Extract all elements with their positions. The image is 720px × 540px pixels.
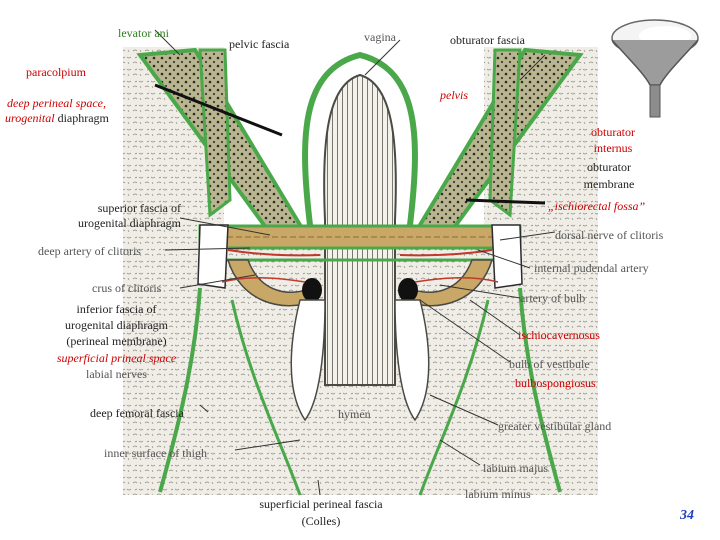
label-internal-pudendal: internal pudendal artery [534, 261, 649, 275]
label-superficial-prineal-space: superficial prineal space [56, 351, 177, 365]
label-labium-minus: labium minus [465, 487, 531, 501]
label-inferior-fascia-2: urogenital diaphragm [65, 318, 168, 332]
label-deep-artery: deep artery of clitoris [38, 244, 141, 258]
pelvic-fascia [302, 51, 418, 226]
deep-femoral-fascia-right [518, 287, 562, 493]
label-dorsal-nerve: dorsal nerve of clitoris [555, 228, 664, 242]
labium-minus-right [394, 299, 430, 422]
label-pelvic-fascia: pelvic fascia [229, 37, 290, 51]
deep-artery-of-clitoris [227, 249, 321, 257]
label-superficial-perineal-fascia-1: superficial perineal fascia [259, 497, 383, 511]
label-ischiorectal-fossa: „ischiorectal fossa” [548, 199, 646, 213]
label-diaphragm-word: diaphragm [57, 111, 109, 125]
label-superficial-perineal-fascia-2: (Colles) [301, 514, 341, 528]
label-ischiocavernosus: ischiocavernosus [518, 328, 600, 342]
label-bulb-of-vestibule: bulb of vestibule [509, 357, 590, 371]
label-inner-surface-of-thigh: inner surface of thigh [104, 446, 207, 460]
label-obturator-membrane-2: membrane [583, 177, 635, 191]
labium-minus-left [290, 299, 326, 422]
label-inferior-fascia-3: (perineal membrane) [66, 334, 167, 348]
label-crus-of-clitoris: crus of clitoris [92, 281, 162, 295]
label-superior-fascia-2: urogenital diaphragm [78, 216, 181, 230]
label-labium-majus: labium majus [483, 461, 548, 475]
label-obturator-fascia: obturator fascia [450, 33, 525, 47]
bulb-of-vestibule-left [302, 278, 322, 302]
ischiopubic-ramus-left [197, 224, 229, 289]
obturator-internus-left [198, 48, 232, 218]
label-hymen: hymen [338, 407, 371, 421]
label-levator-ani: levator ani [118, 26, 169, 40]
label-deep-femoral-fascia: deep femoral fascia [90, 406, 184, 420]
label-obturator-membrane-1: obturator [587, 160, 631, 174]
label-urogenital-diaphragm: urogenital diaphragm [5, 111, 109, 126]
deep-femoral-fascia-left [158, 287, 202, 493]
label-artery-of-bulb: artery of bulb [520, 291, 586, 305]
label-urogenital-word: urogenital [5, 111, 55, 125]
label-greater-vestibular-gland: greater vestibular gland [498, 419, 612, 433]
page-number: 34 [680, 508, 694, 523]
label-inferior-fascia-1: inferior fascia of [76, 302, 157, 316]
label-vagina: vagina [364, 30, 396, 44]
label-bulbospongiosus: bulbospongiosus [515, 376, 596, 390]
label-obturator-internus-1: obturator [591, 125, 635, 139]
bulb-of-vestibule-right [398, 278, 418, 302]
leader-paracolpium [154, 83, 283, 137]
label-deep-perineal-space: deep perineal space, [7, 96, 106, 110]
superficial-perineal-fascia [230, 299, 302, 496]
label-pelvis: pelvis [437, 88, 471, 103]
funnel-icon [611, 19, 699, 118]
label-obturator-internus-2: internus [593, 141, 633, 155]
ischiopubic-ramus-right [491, 224, 523, 289]
label-paracolpium: paracolpium [26, 65, 86, 79]
label-labial-nerves: labial nerves [86, 367, 147, 381]
label-superior-fascia-1: superior fascia of [97, 201, 181, 215]
leader-ischiorectal-fossa [465, 198, 546, 205]
